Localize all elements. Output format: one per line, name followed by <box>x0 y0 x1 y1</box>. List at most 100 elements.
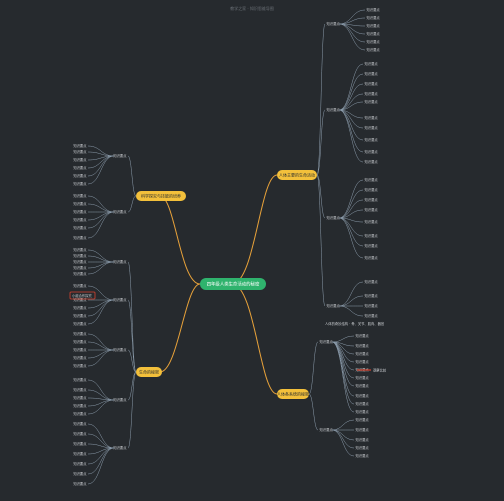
branch-node-91: 知识要点 <box>73 451 87 456</box>
branch-node-46: 知识要点 <box>356 437 370 442</box>
branch-link <box>87 195 115 213</box>
branch-node-32: 知识要点 <box>320 339 334 344</box>
branch-link <box>87 397 115 401</box>
branch-node-50: 知识要点 <box>73 143 87 148</box>
branch-link <box>87 211 115 229</box>
bottom-right-line-text: 人体的奇妙结构 · 骨、关节、肌肉、器官 <box>325 321 385 326</box>
branch-node-4: 知识要点 <box>367 31 381 36</box>
branch-link <box>87 433 115 449</box>
branch-link <box>127 299 137 373</box>
branch-node-7: 知识要点 <box>327 107 341 112</box>
branch-link <box>87 299 115 309</box>
branch-node-89: 知识要点 <box>73 431 87 436</box>
branch-link <box>87 349 115 367</box>
branch-node-57: 知识要点 <box>73 193 87 198</box>
branch-link <box>338 93 364 111</box>
branch-link <box>87 341 115 351</box>
branch-node-33: 知识要点 <box>356 333 370 338</box>
branch-node-43: 知识要点 <box>320 427 334 432</box>
branch-link <box>87 447 115 465</box>
branch-node-83: 知识要点 <box>73 387 87 392</box>
branch-node-22: 知识要点 <box>365 207 379 212</box>
branch-link <box>87 155 115 185</box>
center-node[interactable]: 四年级人类生命活动的秘密 <box>200 278 266 290</box>
branch-top-right[interactable]: 人体主要的生命活动 <box>277 170 317 180</box>
branch-link <box>338 23 366 35</box>
branch-node-48: 知识要点 <box>356 453 370 458</box>
branch-link <box>87 155 115 177</box>
branch-node-49: 知识要点 <box>113 153 127 158</box>
branch-bottom-right[interactable]: 人体各系统的秘密 <box>277 389 309 399</box>
branch-node-45: 知识要点 <box>356 427 370 432</box>
branch-node-51: 知识要点 <box>73 149 87 154</box>
branch-link <box>331 335 355 343</box>
branch-node-94: 知识要点 <box>73 481 87 486</box>
branch-node-23: 知识要点 <box>365 219 379 224</box>
branch-link <box>87 211 115 239</box>
branch-node-82: 知识要点 <box>73 377 87 382</box>
branch-node-60: 知识要点 <box>73 217 87 222</box>
branch-link <box>127 155 137 197</box>
branch-link <box>338 101 364 111</box>
branch-link <box>87 443 115 449</box>
branch-link <box>338 23 366 43</box>
branch-node-79: 知识要点 <box>73 355 87 360</box>
branch-top-left[interactable]: 科学探究与技能的培养 <box>136 191 186 201</box>
center-node-label: 四年级人类生命活动的秘密 <box>207 281 260 288</box>
branch-node-54: 知识要点 <box>73 173 87 178</box>
branch-node-88: 知识要点 <box>73 421 87 426</box>
branch-link <box>127 371 137 449</box>
branch-link <box>87 333 115 351</box>
branch-node-62: 知识要点 <box>73 235 87 240</box>
branch-node-28: 知识要点 <box>365 279 379 284</box>
branch-link <box>127 195 137 213</box>
branch-node-74: 知识要点 <box>73 321 87 326</box>
branch-node-59: 知识要点 <box>73 209 87 214</box>
branch-node-31: 知识要点 <box>365 313 379 318</box>
branch-link <box>87 349 115 359</box>
branch-link <box>331 341 355 371</box>
branch-node-11: 知识要点 <box>365 91 379 96</box>
branch-link <box>316 109 326 176</box>
highlight-red-word: 观察比较 <box>373 368 387 373</box>
branch-link <box>338 217 364 259</box>
branch-link <box>308 393 319 431</box>
branch-node-27: 知识要点 <box>327 303 341 308</box>
branch-node-34: 知识要点 <box>356 343 370 348</box>
branch-node-52: 知识要点 <box>73 157 87 162</box>
branch-node-8: 知识要点 <box>365 61 379 66</box>
branch-link <box>331 341 355 363</box>
branch-node-30: 知识要点 <box>365 303 379 308</box>
branch-link <box>338 109 364 163</box>
branch-node-10: 知识要点 <box>365 81 379 86</box>
branch-node-12: 知识要点 <box>365 99 379 104</box>
link-bottom-right <box>231 283 278 395</box>
branch-node-1: 知识要点 <box>367 7 381 12</box>
branch-node-53: 知识要点 <box>73 165 87 170</box>
branch-link <box>87 249 115 263</box>
branch-node-61: 知识要点 <box>73 225 87 230</box>
branch-node-85: 知识要点 <box>73 403 87 408</box>
branch-node-78: 知识要点 <box>73 347 87 352</box>
branch-node-16: 知识要点 <box>365 149 379 154</box>
branch-link <box>338 23 366 51</box>
branch-link <box>87 261 115 275</box>
branch-node-38: 知识要点 <box>356 375 370 380</box>
branch-link <box>338 179 364 219</box>
branch-node-14: 知识要点 <box>365 125 379 130</box>
branch-bottom-left-label: 生命的秘密 <box>139 368 159 374</box>
branch-node-39: 知识要点 <box>356 383 370 388</box>
branch-link <box>331 341 355 413</box>
branch-link <box>338 199 364 219</box>
branch-link <box>331 341 355 405</box>
branch-link <box>127 371 137 401</box>
branch-bottom-left[interactable]: 生命的秘密 <box>136 367 162 377</box>
branch-node-2: 知识要点 <box>367 15 381 20</box>
branch-link <box>87 399 115 407</box>
branch-link <box>331 429 355 457</box>
branch-node-6: 知识要点 <box>367 47 381 52</box>
branch-node-35: 知识要点 <box>356 351 370 356</box>
branch-node-5: 知识要点 <box>367 39 381 44</box>
branch-link <box>338 305 364 317</box>
branch-node-64: 知识要点 <box>73 247 87 252</box>
